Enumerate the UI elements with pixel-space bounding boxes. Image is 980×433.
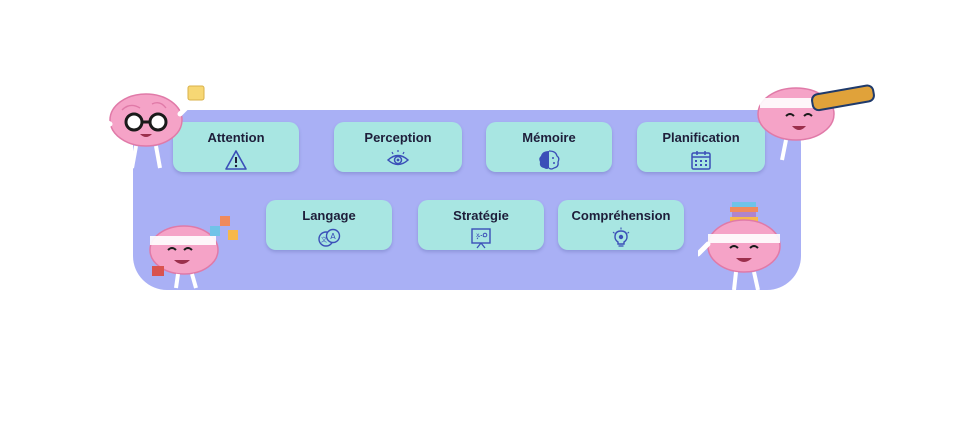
- card-label-attention: Attention: [207, 130, 265, 145]
- svg-text:文: 文: [321, 236, 327, 244]
- svg-text:A: A: [330, 232, 336, 241]
- svg-text:x: x: [476, 232, 480, 239]
- brain-mascot-blocks-icon: [140, 214, 246, 290]
- eye-icon: [386, 149, 410, 171]
- strategy-board-icon: x: [469, 227, 493, 249]
- brain-icon: [537, 149, 561, 171]
- lightbulb-icon: [609, 227, 633, 249]
- card-label-strategie: Stratégie: [453, 208, 509, 223]
- card-label-planification: Planification: [662, 130, 740, 145]
- brain-mascot-telescope-icon: [752, 82, 882, 162]
- card-label-memoire: Mémoire: [522, 130, 576, 145]
- card-perception[interactable]: Perception: [334, 122, 462, 172]
- card-label-comprehension: Compréhension: [571, 208, 671, 223]
- card-attention[interactable]: Attention: [173, 122, 299, 172]
- calendar-icon: [689, 149, 713, 171]
- warning-icon: [224, 149, 248, 171]
- brain-mascot-glasses-icon: [100, 84, 210, 176]
- card-memoire[interactable]: Mémoire: [486, 122, 612, 172]
- card-label-perception: Perception: [364, 130, 432, 145]
- brain-mascot-books-icon: [698, 200, 802, 292]
- card-strategie[interactable]: Stratégie x: [418, 200, 544, 250]
- card-label-langage: Langage: [302, 208, 356, 223]
- card-planification[interactable]: Planification: [637, 122, 765, 172]
- card-comprehension[interactable]: Compréhension: [558, 200, 684, 250]
